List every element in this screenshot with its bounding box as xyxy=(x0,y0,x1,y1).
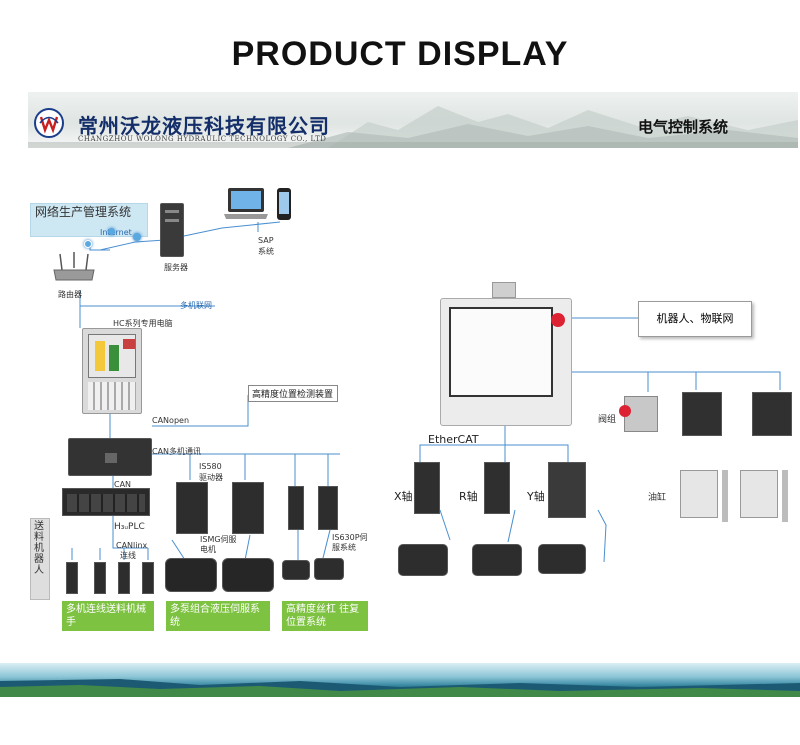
plc-device xyxy=(62,488,150,516)
feeding-robot-vertical-label: 送料机器人 xyxy=(30,518,50,600)
router-icon xyxy=(53,252,95,281)
internet-node-icon xyxy=(108,228,115,235)
x-axis-label: X轴 xyxy=(394,490,413,503)
valve-group-label: 阀组 xyxy=(598,415,617,425)
laptop-icon xyxy=(224,188,268,219)
is580-label: IS580 xyxy=(199,462,222,471)
hc-computer-label: HC系列专用电脑 xyxy=(113,319,173,328)
robot-iot-box: 机器人、物联网 xyxy=(638,301,752,337)
cylinder-rod xyxy=(782,470,788,522)
r-axis-drive xyxy=(484,462,510,514)
valve-block xyxy=(752,392,792,436)
emergency-stop-icon xyxy=(551,313,565,327)
x-axis-servo-motor xyxy=(398,544,448,576)
multi-network-label: 多机联网 xyxy=(180,301,212,310)
canlinx-sub-label: 连线 xyxy=(120,551,136,560)
cylinder-label: 油缸 xyxy=(648,493,667,503)
feed-drive-device xyxy=(142,562,154,594)
green-label-hydraulic-servo: 多泵组合液压伺服系统 xyxy=(166,601,270,631)
internet-node-icon xyxy=(133,233,141,241)
is630p-drive-device xyxy=(288,486,304,530)
servo-motor-small xyxy=(282,560,310,580)
company-banner xyxy=(28,92,798,148)
sap-sub-label: 系统 xyxy=(258,247,274,256)
cylinder-rod xyxy=(722,470,728,522)
can-label: CAN xyxy=(114,480,132,489)
is630p-drive-device xyxy=(318,486,338,530)
is630p-label: IS630P伺 xyxy=(332,533,368,542)
feed-drive-device xyxy=(94,562,106,594)
company-name-cn: 常州沃龙液压科技有限公司 xyxy=(78,114,330,138)
ismg-sub-label: 电机 xyxy=(200,545,216,554)
canopen-label: CANopen xyxy=(152,416,190,425)
coast-illustration xyxy=(0,679,800,697)
internet-node-icon xyxy=(84,240,92,248)
server-icon xyxy=(160,203,184,257)
valve-block xyxy=(619,396,658,432)
can-controller-device xyxy=(68,438,152,476)
ismg-label: ISMG伺服 xyxy=(200,535,237,544)
internet-label: Internet xyxy=(100,228,132,237)
r-axis-servo-motor xyxy=(472,544,522,576)
server-label: 服务器 xyxy=(164,263,188,272)
company-name-en: CHANGZHOU WOLONG HYDRAULIC TECHNOLOGY CO… xyxy=(78,135,327,143)
is580-drive-device xyxy=(232,482,264,534)
router-label: 路由器 xyxy=(58,290,82,299)
sap-label: SAP xyxy=(258,236,274,245)
page-title: PRODUCT DISPLAY xyxy=(231,35,569,73)
footer-landscape xyxy=(0,663,800,697)
canlinx-label: CANlinx xyxy=(116,541,148,550)
feed-drive-device xyxy=(66,562,78,594)
green-label-feeding-robot: 多机连线送料机械手 xyxy=(62,601,154,631)
panel-mount-top xyxy=(492,282,516,298)
y-axis-servo-motor xyxy=(538,544,586,574)
company-logo xyxy=(34,108,64,138)
hc-computer-panel xyxy=(82,328,142,414)
r-axis-label: R轴 xyxy=(459,490,478,503)
mountain-background xyxy=(28,106,798,148)
servo-motor-small xyxy=(314,558,344,580)
y-axis-drive xyxy=(548,462,586,518)
feed-drive-device xyxy=(118,562,130,594)
x-axis-drive xyxy=(414,462,440,514)
logo-mark-icon xyxy=(39,116,59,134)
ismg-servo-motor xyxy=(165,558,217,592)
can-multi-label: CAN多机通讯 xyxy=(152,447,202,456)
ismg-servo-motor xyxy=(222,558,274,592)
touch-panel-computer xyxy=(440,298,572,426)
plc-label: H₃ᵤPLC xyxy=(114,522,145,532)
network-management-box: 网络生产管理系统 xyxy=(30,203,148,237)
precision-device-box: 高精度位置检测装置 xyxy=(248,385,338,402)
is580-sub-label: 驱动器 xyxy=(199,473,223,482)
y-axis-label: Y轴 xyxy=(527,490,545,503)
hydraulic-cylinder xyxy=(740,470,778,518)
hydraulic-cylinder xyxy=(680,470,718,518)
ethercat-label: EtherCAT xyxy=(428,433,479,446)
section-title: 电气控制系统 xyxy=(638,118,729,136)
phone-icon xyxy=(277,188,291,220)
green-label-lead-screw: 高精度丝杠 往复位置系统 xyxy=(282,601,368,631)
is630p-sub-label: 服系统 xyxy=(332,543,356,552)
is580-drive-device xyxy=(176,482,208,534)
valve-block xyxy=(682,392,722,436)
